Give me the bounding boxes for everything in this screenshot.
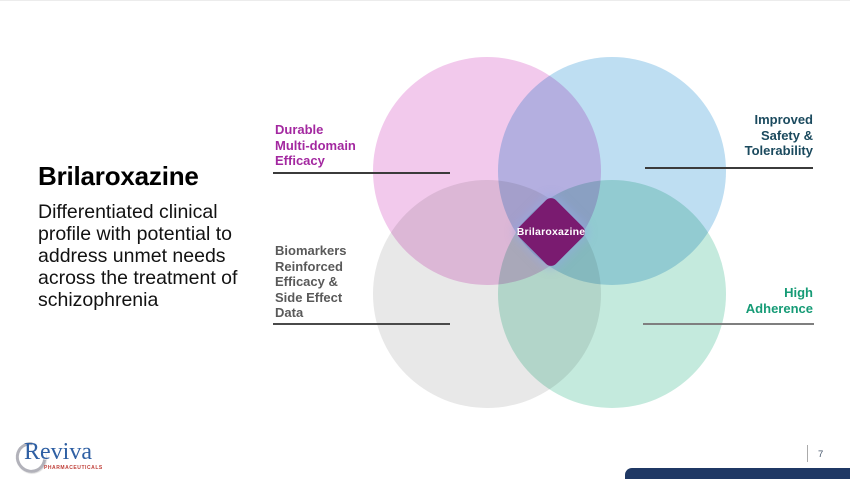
slide-subtitle: Differentiated clinical profile with pot… [38,201,238,311]
slide-title: Brilaroxazine [38,161,199,191]
venn-center-label: Brilaroxazine [516,226,586,238]
label-rule-adherence [643,323,814,325]
label-line: Efficacy [275,153,325,168]
label-rule-durable-efficacy [273,172,450,174]
label-line: Biomarkers [275,243,347,258]
label-durable-multi-domain-efficacy: Durable Multi-domain Efficacy [275,122,356,169]
venn-center-diamond: Brilaroxazine [514,195,588,269]
page-number: 7 [818,449,824,460]
venn-center-diamond-inner: Brilaroxazine [517,206,586,258]
intro-block: Brilaroxazine Differentiated clinical pr… [38,161,248,311]
label-line: Tolerability [744,143,813,158]
label-line: High [784,285,813,300]
label-line: Adherence [745,300,813,316]
label-line: Improved [754,112,813,127]
label-line: Side Effect [275,289,343,305]
label-line: Data [275,305,304,320]
label-line: Safety & [760,127,813,143]
page-number-separator [807,445,808,462]
label-high-adherence: High Adherence [746,285,813,316]
logo-name: Reviva [24,439,92,465]
label-rule-biomarkers [273,323,450,325]
label-improved-safety-tolerability: Improved Safety & Tolerability [745,112,813,159]
footer-accent-bar [625,468,850,479]
reviva-logo: Reviva PHARMACEUTICALS [9,436,126,479]
label-line: Durable [275,122,324,137]
label-biomarkers-reinforced-data: Biomarkers Reinforced Efficacy & Side Ef… [275,243,347,321]
label-line: Reinforced [275,258,343,274]
label-rule-safety-tolerability [645,167,813,169]
logo-subtext: PHARMACEUTICALS [44,465,103,471]
label-line: Multi-domain [275,137,356,153]
label-line: Efficacy & [275,274,338,289]
